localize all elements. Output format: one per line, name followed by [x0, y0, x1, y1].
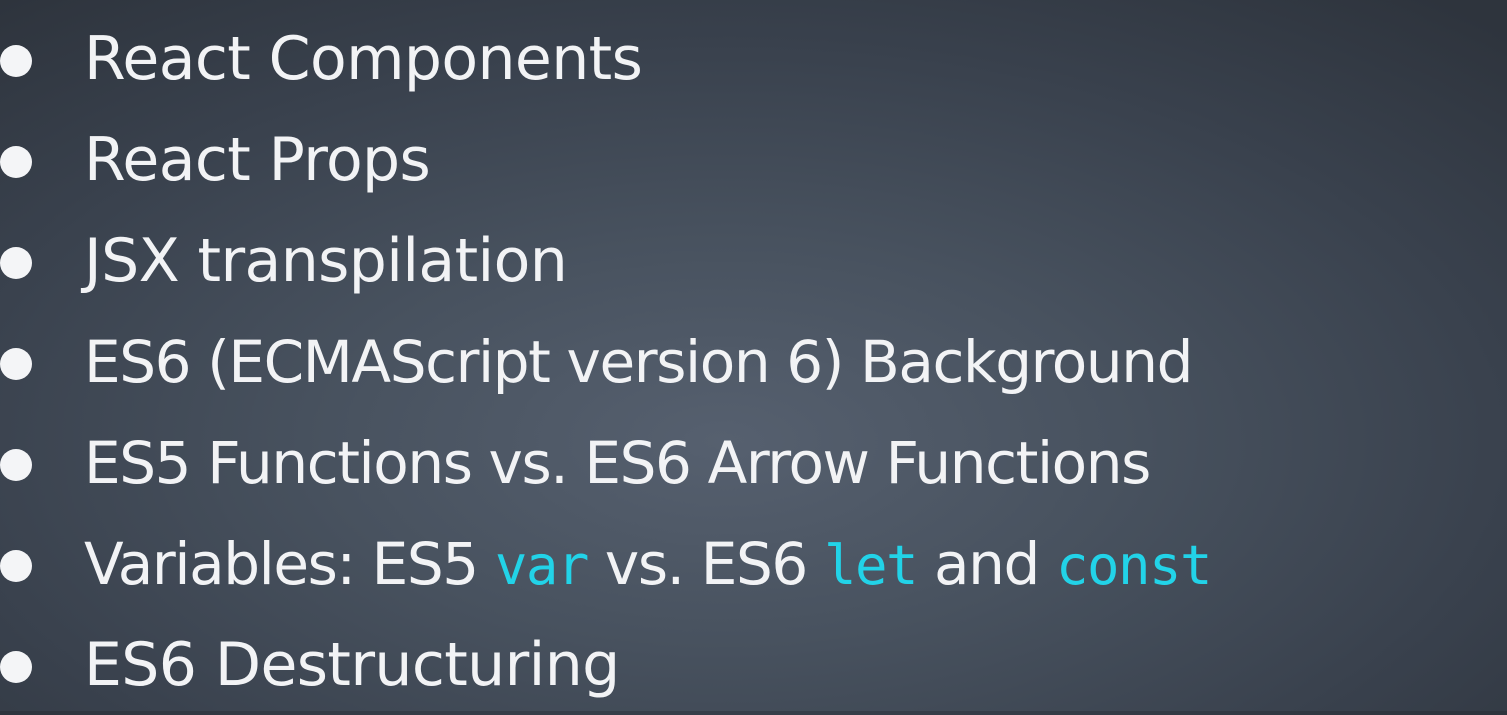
bullet-item-variables: Variables: ES5 var vs. ES6 let and const	[0, 513, 1213, 614]
bullet-item-es5-vs-es6-functions: ES5 Functions vs. ES6 Arrow Functions	[0, 412, 1211, 513]
bullet-text: ES6 (ECMAScript version 6) Background	[84, 327, 1193, 396]
bullet-dot-icon	[0, 246, 32, 279]
bullet-text: React Props	[84, 124, 431, 195]
bullet-dot-icon	[0, 347, 32, 380]
bullet-text: ES5 Functions vs. ES6 Arrow Functions	[84, 428, 1151, 497]
bullet-text: Variables: ES5 var vs. ES6 let and const	[84, 535, 1213, 593]
bullet-dot-icon	[0, 549, 32, 582]
bullet-dot-icon	[0, 448, 32, 481]
bullet-item-es6-destructuring: ES6 Destructuring	[0, 614, 1211, 715]
bullet-item-react-components: React Components	[0, 8, 1211, 109]
variables-text-part2: vs. ES6	[587, 529, 824, 598]
code-const: const	[1056, 533, 1213, 597]
variables-text-part1: Variables: ES5	[84, 529, 495, 598]
bullet-text: ES6 Destructuring	[84, 629, 620, 700]
code-let: let	[823, 533, 919, 597]
bullet-text: JSX transpilation	[84, 225, 568, 296]
bullet-dot-icon	[0, 145, 32, 178]
bullet-item-jsx-transpilation: JSX transpilation	[0, 210, 1211, 311]
bullet-dot-icon	[0, 44, 32, 77]
bullet-dot-icon	[0, 650, 32, 683]
bullet-list: React Components React Props JSX transpi…	[0, 8, 1213, 715]
code-var: var	[494, 533, 590, 597]
variables-text-part3: and	[917, 529, 1056, 598]
bullet-item-es6-background: ES6 (ECMAScript version 6) Background	[0, 311, 1211, 412]
bullet-text: React Components	[84, 23, 643, 94]
bullet-item-react-props: React Props	[0, 109, 1211, 210]
